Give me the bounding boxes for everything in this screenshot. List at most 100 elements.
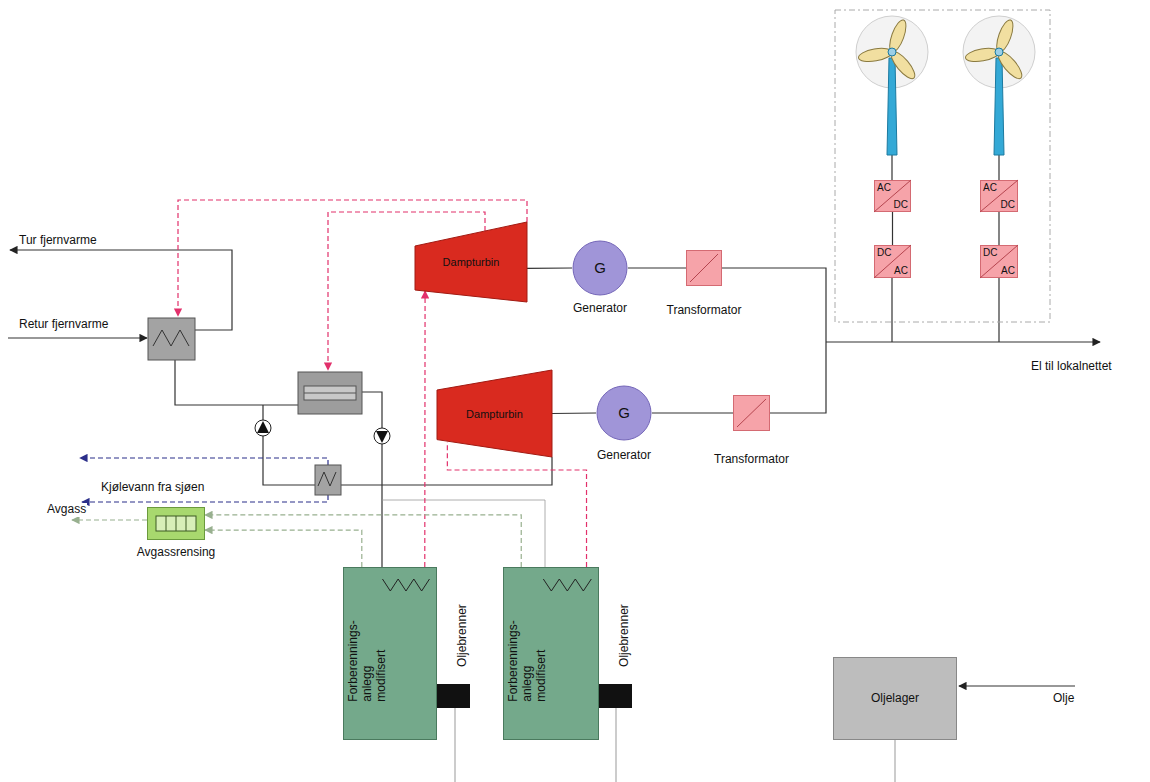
oil-burner-shape — [599, 684, 632, 708]
node-text: Dampturbin — [466, 407, 523, 420]
feed-line — [382, 500, 545, 567]
connector — [652, 412, 733, 413]
node-text: AC — [983, 182, 997, 194]
connector — [424, 291, 425, 567]
node-text: Generator — [546, 449, 702, 463]
flow-label: Kjølevann fra sjøen — [100, 481, 205, 495]
converter: ACDC — [874, 180, 911, 212]
power-line — [998, 278, 999, 342]
water-loop — [362, 392, 382, 567]
inverter: DCAC — [874, 245, 911, 278]
converter: AC DC — [980, 180, 1018, 212]
node-text: Oljebrenner — [456, 577, 470, 667]
inverter: DC AC — [980, 245, 1018, 278]
wind-turbine — [887, 48, 918, 82]
oil-line — [616, 708, 617, 782]
condenser — [298, 372, 362, 414]
steam-line — [178, 200, 527, 370]
wind-park-frame — [835, 10, 1050, 322]
node-text: G — [594, 259, 606, 276]
node-text: AC — [894, 265, 908, 277]
node-text: Oljebrenner — [618, 577, 632, 667]
node-text: Generator — [522, 302, 678, 316]
water-loop — [8, 337, 147, 338]
flow-label: Retur fjernvarme — [18, 318, 109, 332]
flow-label: Tur fjernvarme — [18, 234, 98, 248]
steam-line — [178, 200, 527, 316]
flow-label: Avgass — [46, 503, 87, 517]
exhaust-line — [72, 519, 147, 520]
node-text: Avgassrensing — [97, 546, 255, 560]
power-line — [998, 155, 999, 180]
node-text: Transformator — [683, 453, 820, 467]
steam-turbine: Dampturbin — [437, 370, 552, 457]
connector — [998, 212, 999, 245]
node-text: Forberennings- anlegg modifisert — [347, 616, 388, 702]
steam-turbine: Dampturbin — [415, 222, 527, 302]
wind-turbine — [994, 48, 1025, 82]
cooling-water-line — [82, 495, 328, 502]
oil-supply-line — [959, 685, 1075, 686]
wind-turbine — [888, 48, 896, 56]
flow-label: Olje — [1052, 692, 1075, 706]
exhaust-line — [72, 519, 147, 520]
connector — [552, 412, 596, 414]
cooling-water-line — [80, 458, 328, 465]
transformer-shape — [686, 250, 722, 286]
connector — [527, 267, 572, 269]
connector — [447, 442, 586, 567]
oil-supply-line — [959, 685, 1075, 686]
wind-turbine — [887, 58, 897, 155]
oil-burner: Oljebrenner — [437, 684, 470, 708]
node-text: Dampturbin — [443, 256, 500, 269]
oil-burner: Oljebrenner — [599, 684, 632, 708]
heat-exchanger — [315, 465, 341, 495]
pump-symbol — [374, 428, 390, 444]
node-text: Oljelager — [871, 692, 919, 706]
node-text: G — [618, 404, 630, 421]
oil-line — [895, 740, 896, 782]
oil-line — [455, 708, 456, 782]
power-line — [770, 342, 826, 413]
water-loop — [8, 250, 552, 567]
connector — [628, 267, 686, 268]
power-line — [722, 155, 1100, 413]
gas-cleaner-shape — [147, 507, 205, 540]
power-line — [891, 278, 892, 342]
transformer-shape — [733, 395, 770, 431]
node-text: DC — [1001, 199, 1015, 211]
pump-symbol — [376, 431, 388, 443]
water-loop — [175, 360, 298, 405]
pump-symbol — [255, 420, 390, 444]
condenser — [304, 386, 356, 400]
connector — [205, 515, 521, 567]
wind-turbine — [857, 46, 893, 64]
condenser — [304, 393, 356, 394]
combustion-plant: Forberennings- anlegg modifisert — [503, 567, 599, 740]
generator: GGenerator — [596, 385, 652, 441]
wind-park-frame — [835, 10, 1050, 322]
gas-cleaner: Avgassrensing — [147, 507, 205, 540]
feed-line — [382, 500, 545, 567]
node-text: DC — [983, 247, 997, 259]
pump-symbol — [255, 420, 271, 436]
cooling-water-line — [80, 458, 328, 502]
connector — [892, 212, 893, 245]
node-text: DC — [894, 199, 908, 211]
generator: GGenerator — [572, 240, 628, 296]
pump-symbol — [257, 421, 269, 433]
node-text: AC — [877, 182, 891, 194]
node-text: AC — [1001, 265, 1015, 277]
wind-turbine — [856, 16, 928, 155]
condenser — [298, 372, 362, 414]
wind-turbine — [995, 48, 1003, 56]
power-line — [891, 155, 892, 180]
node-text: Transformator — [636, 304, 772, 318]
transformer: Transformator — [686, 250, 722, 286]
wind-turbine — [856, 16, 1035, 155]
heat-exchanger — [153, 330, 189, 346]
oil-store: Oljelager — [833, 657, 957, 740]
oil-burner-shape — [437, 684, 470, 708]
node-text: Forberennings- anlegg modifisert — [507, 616, 548, 702]
